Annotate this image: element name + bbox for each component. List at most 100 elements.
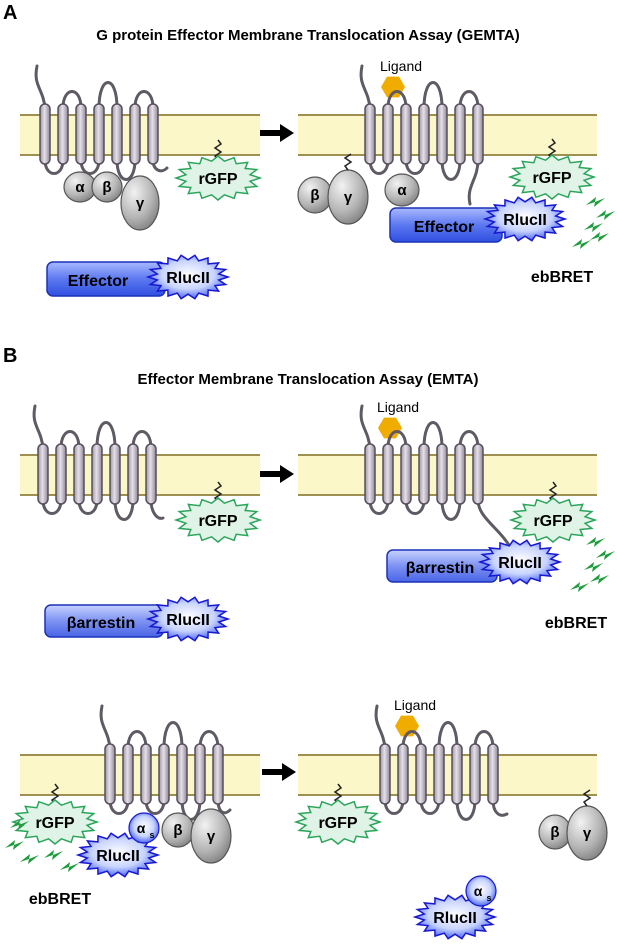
rgfp-fluorophore: rGFP bbox=[507, 138, 597, 200]
n-terminus bbox=[34, 64, 47, 110]
receptor-loop bbox=[95, 421, 117, 449]
rlucii-luciferase: RlucII bbox=[145, 596, 231, 642]
panel-a-title: G protein Effector Membrane Translocatio… bbox=[96, 27, 519, 44]
effector-rlucii-bound: Effector RlucII bbox=[389, 196, 568, 243]
receptor-loop bbox=[422, 421, 444, 449]
bret-spark bbox=[586, 197, 605, 207]
rgfp-fluorophore: rGFP bbox=[10, 783, 100, 845]
receptor-loop bbox=[437, 721, 459, 749]
ggamma: γ bbox=[120, 175, 160, 231]
transmembrane-helix bbox=[364, 443, 376, 505]
transmembrane-helix bbox=[109, 443, 121, 505]
rlucii-label: RlucII bbox=[96, 848, 140, 865]
transmembrane-helix bbox=[436, 443, 448, 505]
transition-arrow bbox=[262, 763, 296, 781]
bret-spark bbox=[44, 850, 63, 860]
ggamma-label: γ bbox=[136, 195, 145, 212]
transmembrane-helix bbox=[122, 743, 134, 805]
gbeta-b2: β bbox=[161, 812, 195, 848]
lipid-anchor bbox=[213, 481, 223, 503]
galpha-s-label: α bbox=[137, 820, 146, 836]
rlucii-label: RlucII bbox=[503, 212, 547, 229]
transmembrane-helix bbox=[382, 443, 394, 505]
barrestin-label: βarrestin bbox=[406, 560, 474, 577]
rlucii-star bbox=[145, 254, 231, 300]
transmembrane-helix bbox=[127, 443, 139, 505]
rgfp-label: rGFP bbox=[35, 815, 74, 832]
n-terminus bbox=[32, 404, 45, 450]
transmembrane-helix bbox=[472, 443, 484, 505]
transmembrane-helix bbox=[382, 103, 394, 165]
rgfp-star bbox=[10, 799, 100, 845]
rlucii-star bbox=[482, 196, 568, 242]
receptor-loop bbox=[133, 90, 155, 109]
gbeta: β bbox=[91, 171, 123, 203]
receptor-loop bbox=[458, 430, 480, 449]
transmembrane-helix bbox=[158, 743, 170, 805]
gpcr-receptor bbox=[99, 704, 232, 821]
c-terminus bbox=[467, 158, 480, 206]
rgfp-star bbox=[508, 497, 598, 543]
transmembrane-helix bbox=[454, 443, 466, 505]
ligand: Ligand bbox=[377, 399, 419, 439]
ligand-label: Ligand bbox=[377, 399, 419, 415]
panel-b-title: Effector Membrane Translocation Assay (E… bbox=[138, 371, 479, 388]
receptor-loop bbox=[61, 90, 83, 109]
lipid-anchor bbox=[213, 139, 223, 161]
galpha-s-subscript: s bbox=[486, 893, 491, 903]
bret-spark bbox=[590, 232, 609, 242]
n-terminus bbox=[359, 64, 372, 110]
galpha-s-label: α bbox=[474, 883, 483, 899]
rlucii-luciferase: RlucII bbox=[482, 196, 568, 242]
effector-label: Effector bbox=[414, 219, 474, 236]
bret-spark bbox=[596, 550, 615, 560]
rgfp-fluorophore: rGFP bbox=[173, 139, 263, 201]
transmembrane-helix bbox=[400, 443, 412, 505]
ggamma-b2-label: γ bbox=[207, 828, 216, 845]
receptor-loop bbox=[386, 90, 408, 109]
transmembrane-helix bbox=[111, 103, 123, 165]
transmembrane-helix bbox=[129, 103, 141, 165]
transmembrane-helix bbox=[39, 103, 51, 165]
receptor-loop bbox=[97, 81, 119, 109]
receptor-loop bbox=[440, 159, 462, 181]
ligand-hexagon bbox=[378, 417, 402, 439]
n-terminus bbox=[374, 704, 387, 750]
receptor-loop bbox=[458, 90, 480, 109]
gbeta-b2-released-label: β bbox=[550, 824, 559, 841]
galpha-s-shape bbox=[128, 812, 160, 844]
rlucii-star bbox=[477, 539, 563, 585]
bret-spark bbox=[596, 210, 615, 220]
gbeta-released-label: β bbox=[310, 187, 319, 204]
rgfp-label: rGFP bbox=[198, 171, 237, 188]
receptor-loop bbox=[131, 430, 153, 449]
transmembrane-helix bbox=[176, 743, 188, 805]
galpha-s-subscript: s bbox=[149, 830, 154, 840]
gpcr-receptor bbox=[34, 64, 169, 181]
transmembrane-helix bbox=[379, 743, 391, 805]
ebbret-label: ebBRET bbox=[29, 891, 91, 908]
transmembrane-helix bbox=[194, 743, 206, 805]
bret-spark bbox=[584, 222, 603, 232]
receptor-loop bbox=[126, 730, 148, 749]
transition-arrow bbox=[260, 124, 294, 142]
rgfp-label: rGFP bbox=[533, 513, 572, 530]
rgfp-star bbox=[173, 155, 263, 201]
receptor-loop bbox=[113, 499, 135, 521]
bret-spark bbox=[584, 562, 603, 572]
ligand: Ligand bbox=[394, 697, 436, 737]
rlucii-luciferase: RlucII bbox=[412, 894, 498, 940]
lipid-anchor bbox=[548, 481, 558, 503]
ggamma-released-label: γ bbox=[344, 189, 353, 206]
galpha-s-shape bbox=[465, 875, 497, 907]
rgfp-fluorophore: rGFP bbox=[293, 783, 383, 845]
galpha-released-label: α bbox=[397, 182, 407, 199]
rlucii-star bbox=[145, 596, 231, 642]
galpha-label: α bbox=[75, 179, 85, 196]
galpha: α bbox=[63, 171, 97, 203]
rlucii-label: RlucII bbox=[498, 555, 542, 572]
ggamma-b2-released: γ bbox=[566, 805, 608, 861]
bret-spark bbox=[60, 862, 79, 872]
